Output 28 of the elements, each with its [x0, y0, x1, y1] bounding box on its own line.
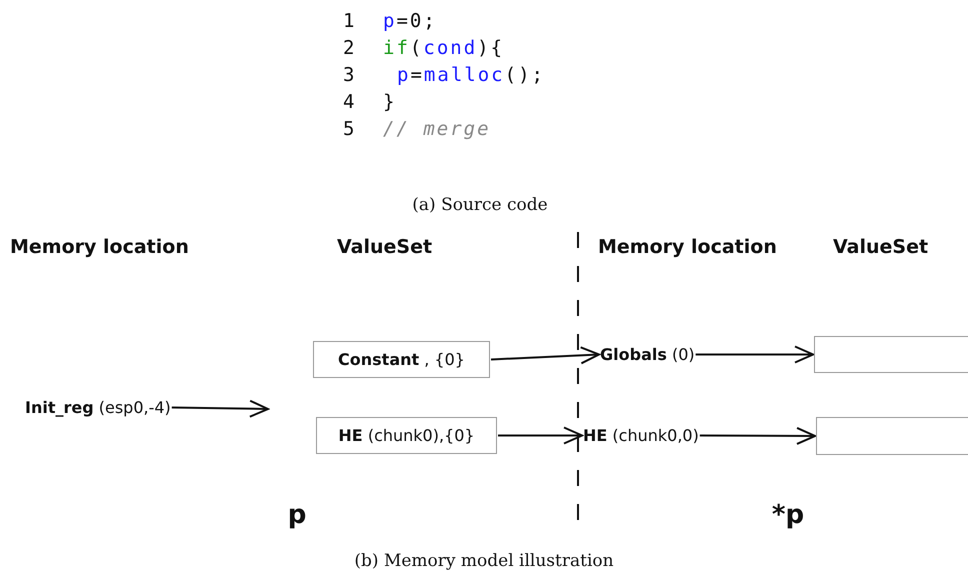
column-header: ValueSet — [337, 236, 432, 258]
memory-location-label: Globals (0) — [600, 345, 695, 364]
line-number: 3 — [343, 64, 356, 86]
column-header: Memory location — [598, 236, 777, 258]
code-line: } — [383, 91, 396, 113]
column-header: Memory location — [10, 236, 189, 258]
arrow — [700, 426, 816, 445]
memory-location-label: HE (chunk0,0) — [583, 426, 699, 445]
empty-value-set-box — [814, 336, 968, 373]
value-set-box: Constant , {0} — [313, 341, 490, 378]
arrow — [498, 426, 583, 444]
variable-label: *p — [772, 500, 804, 530]
line-number: 5 — [343, 118, 356, 140]
code-comment: // merge — [383, 118, 491, 140]
line-number: 2 — [343, 37, 356, 59]
line-number: 4 — [343, 91, 356, 113]
line-number: 1 — [343, 10, 356, 32]
figure-caption: (b) Memory model illustration — [354, 551, 614, 571]
variable-label: p — [288, 500, 306, 530]
arrow — [490, 346, 600, 364]
code-line: p=0; — [383, 10, 437, 32]
memory-location-label: Init_reg (esp0,-4) — [25, 398, 171, 417]
value-set-box: HE (chunk0),{0} — [316, 417, 497, 454]
empty-value-set-box — [816, 417, 968, 455]
arrow — [172, 400, 269, 418]
arrow — [696, 346, 814, 364]
column-header: ValueSet — [833, 236, 928, 258]
figure-caption: (a) Source code — [412, 195, 548, 215]
